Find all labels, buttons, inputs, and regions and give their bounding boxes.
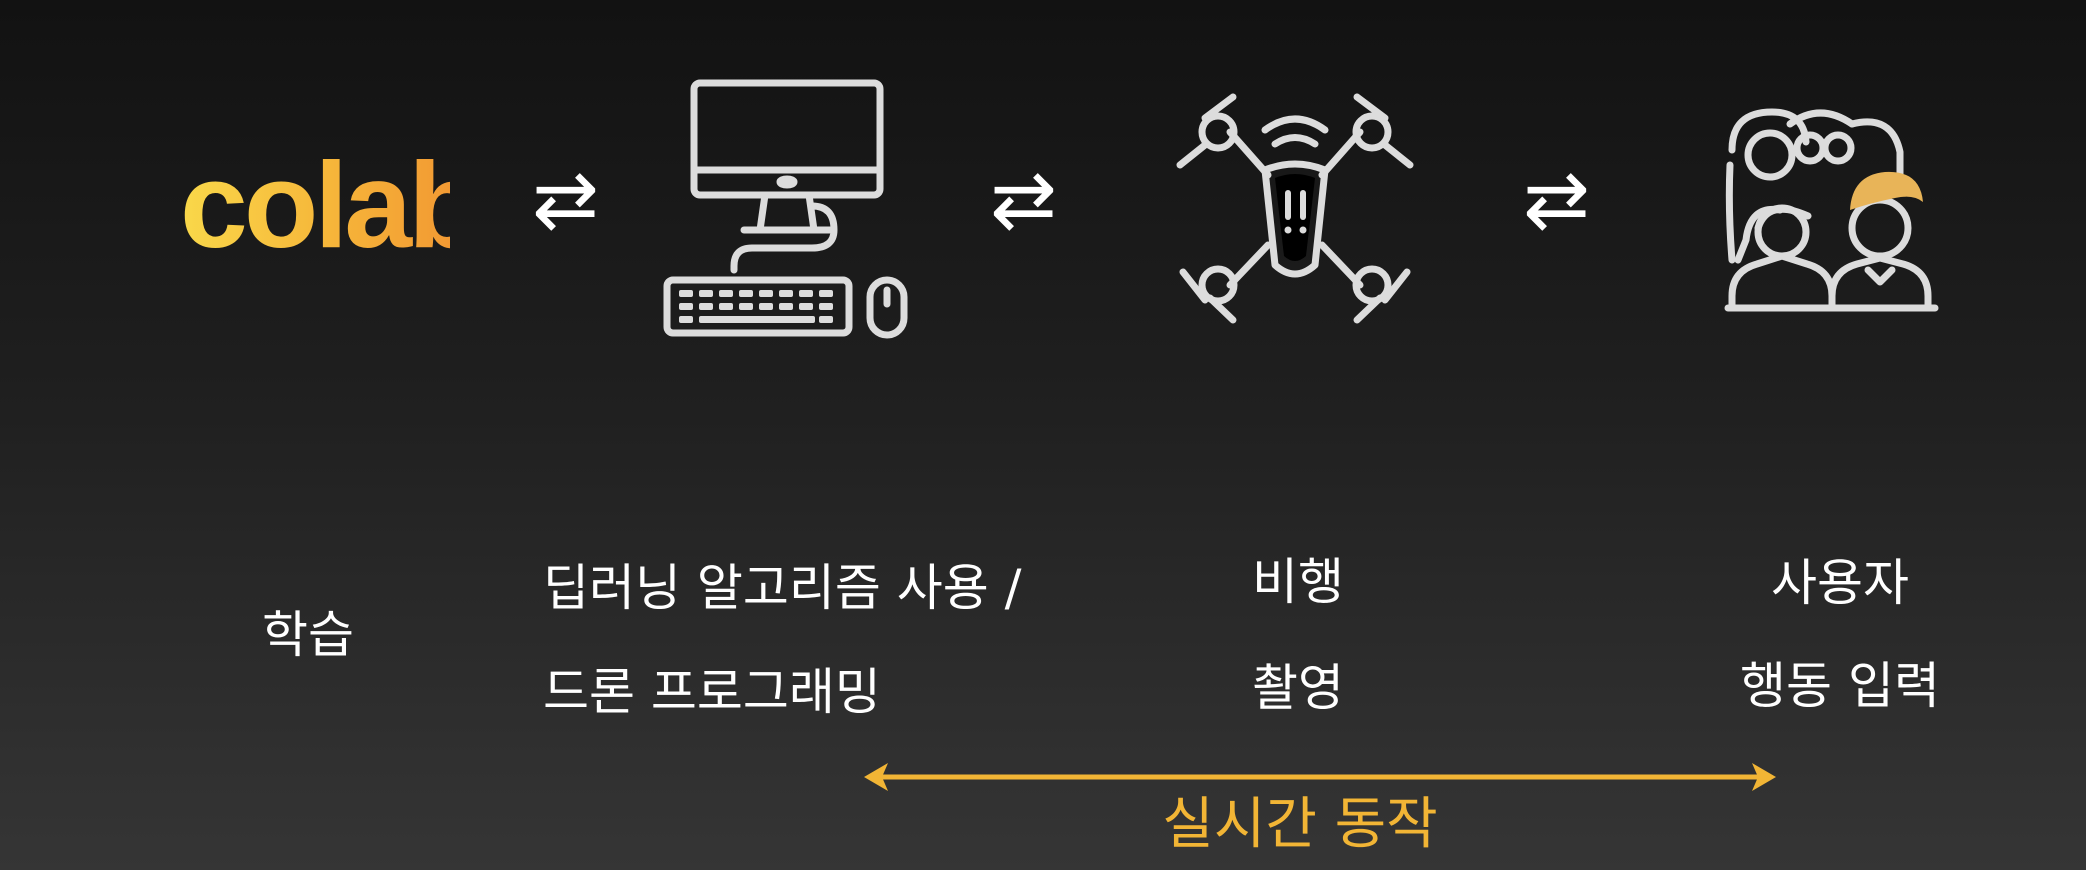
label-algorithm-line2: 드론 프로그래밍 [543,663,881,721]
bidirectional-arrow-icon: ⇄ [1523,153,1591,246]
label-algorithm-line1: 딥러닝 알고리즘 사용 / [543,559,1022,617]
drone-icon [1175,90,1415,330]
label-flight-line1: 비행 [1252,553,1344,611]
bidirectional-arrow-icon: ⇄ [532,153,600,246]
label-train: 학습 [262,606,354,664]
bidirectional-arrow-icon: ⇄ [990,153,1058,246]
colab-logo: colab [180,137,483,273]
double-headed-arrow-icon [862,758,1778,800]
computer-icon [662,78,912,340]
label-realtime: 실시간 동작 [1162,792,1438,857]
people-group-icon [1720,100,1940,320]
label-user-line2: 행동 입력 [1740,657,1940,715]
label-user-line1: 사용자 [1771,554,1909,612]
label-flight-line2: 촬영 [1252,659,1344,717]
